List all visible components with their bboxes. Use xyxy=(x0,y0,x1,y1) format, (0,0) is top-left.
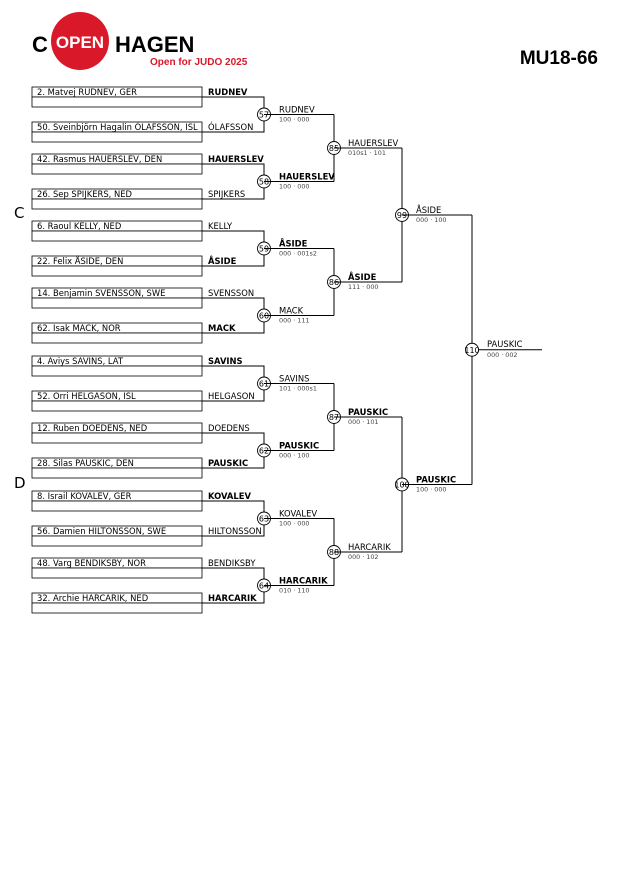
competitor-label: DOEDENS xyxy=(208,423,250,433)
athlete-box-lower xyxy=(31,163,203,175)
competitor-label: HARCARIK xyxy=(208,593,257,603)
athlete-box-lower xyxy=(31,400,203,412)
category-title: MU18-66 xyxy=(520,48,598,69)
champion-label: PAUSKIC xyxy=(487,339,523,349)
match-score: 100 · 000 xyxy=(279,520,310,528)
athlete-name: 14. Benjamin SVENSSON, SWE xyxy=(37,288,165,298)
round-winner: ÅSIDE xyxy=(348,272,377,282)
athlete-box-lower xyxy=(31,297,203,309)
match-score: 100 · 000 xyxy=(279,183,310,191)
competitor-label: ÅSIDE xyxy=(208,256,237,266)
competitor-label: HILTONSSON xyxy=(208,526,262,536)
round-winner: ÅSIDE xyxy=(279,239,308,249)
round-winner: KOVALEV xyxy=(279,509,317,519)
athlete-name: 48. Varg BENDIKSBY, NOR xyxy=(37,558,146,568)
event-logo: C OPEN HAGEN Open for JUDO 2025 xyxy=(32,12,248,70)
athlete-box-lower xyxy=(31,131,203,143)
athlete-box-lower xyxy=(31,365,203,377)
athlete-box-lower xyxy=(31,500,203,512)
round-winner: SAVINS xyxy=(279,374,309,384)
logo-open: OPEN xyxy=(56,33,104,52)
athlete-name: 12. Ruben DOEDENS, NED xyxy=(37,423,147,433)
competitor-label: BENDIKSBY xyxy=(208,558,256,568)
athlete-box-lower xyxy=(31,96,203,108)
match-score: 111 · 000 xyxy=(348,283,379,291)
competitor-label: SVENSSON xyxy=(208,288,254,298)
athlete-name: 6. Raoul KELLY, NED xyxy=(37,221,121,231)
athlete-box-lower xyxy=(31,265,203,277)
athlete-name: 52. Orri HELGASON, ISL xyxy=(37,391,136,401)
competitor-label: KELLY xyxy=(208,221,233,231)
athlete-name: 26. Sep SPIJKERS, NED xyxy=(37,189,132,199)
athlete-box-lower xyxy=(31,230,203,242)
athlete-box-lower xyxy=(31,198,203,210)
competitor-label: HELGASON xyxy=(208,391,255,401)
competitor-label: PAUSKIC xyxy=(208,458,248,468)
athlete-box-lower xyxy=(31,332,203,344)
pool-label: D xyxy=(14,474,26,492)
athlete-name: 50. Sveinbjörn Hagalin ÓLAFSSON, ISL xyxy=(37,121,198,132)
match-score: 000 · 001s2 xyxy=(279,250,317,258)
round-winner: RUDNEV xyxy=(279,105,315,115)
round-winner: PAUSKIC xyxy=(416,475,456,485)
athlete-box-lower xyxy=(31,535,203,547)
match-score: 000 · 100 xyxy=(416,216,447,224)
round-winner: HARCARIK xyxy=(279,576,328,586)
athlete-box-lower xyxy=(31,567,203,579)
match-score: 000 · 101 xyxy=(348,418,379,426)
round-winner: PAUSKIC xyxy=(348,407,388,417)
athlete-name: 8. Israil KOVALEV, GER xyxy=(37,491,132,501)
bracket-layer: 2. Matvej RUDNEV, GER 50. Sveinbjörn Haga… xyxy=(14,86,542,614)
athlete-box-lower xyxy=(31,467,203,479)
round-winner: HAUERSLEV xyxy=(348,138,399,148)
match-score: 000 · 102 xyxy=(348,553,379,561)
logo-tagline: Open for JUDO 2025 xyxy=(150,57,248,68)
athlete-name: 4. Aviys SAVINS, LAT xyxy=(37,356,124,366)
competitor-label: KOVALEV xyxy=(208,491,251,501)
athlete-box-lower xyxy=(31,602,203,614)
round-winner: HAUERSLEV xyxy=(279,172,335,182)
match-score: 000 · 111 xyxy=(279,317,310,325)
round-winner: HARCARIK xyxy=(348,542,391,552)
logo-letter-c: C xyxy=(32,32,48,57)
competitor-label: RUDNEV xyxy=(208,87,248,97)
athlete-name: 28. Silas PAUSKIC, DEN xyxy=(37,458,134,468)
pool-label: C xyxy=(14,204,24,222)
match-score: 101 · 000s1 xyxy=(279,385,317,393)
round-winner: PAUSKIC xyxy=(279,441,319,451)
logo-red-circle xyxy=(51,12,109,70)
competitor-label: SAVINS xyxy=(208,356,243,366)
athlete-name: 62. Isak MACK, NOR xyxy=(37,323,121,333)
competitor-label: ÓLAFSSON xyxy=(208,121,253,132)
athlete-name: 22. Felix ÅSIDE, DEN xyxy=(37,255,123,266)
athlete-name: 32. Archie HARCARIK, NED xyxy=(37,593,148,603)
competitor-label: SPIJKERS xyxy=(208,189,245,199)
match-score: 100 · 000 xyxy=(279,116,310,124)
athlete-box-lower xyxy=(31,432,203,444)
match-number: 110 xyxy=(464,346,479,355)
competitor-label: HAUERSLEV xyxy=(208,154,264,164)
athlete-name: 42. Rasmus HAUERSLEV, DEN xyxy=(37,154,162,164)
round-winner: MACK xyxy=(279,306,304,316)
logo-hagen: HAGEN xyxy=(115,32,194,57)
match-score: 010 · 110 xyxy=(279,587,310,595)
competitor-label: MACK xyxy=(208,323,236,333)
athlete-name: 2. Matvej RUDNEV, GER xyxy=(37,87,137,97)
match-score: 100 · 000 xyxy=(416,486,447,494)
round-winner: ÅSIDE xyxy=(416,204,441,215)
athlete-name: 56. Damien HILTONSSON, SWE xyxy=(37,526,166,536)
match-score: 010s1 · 101 xyxy=(348,149,386,157)
match-score: 000 · 100 xyxy=(279,452,310,460)
match-score: 000 · 002 xyxy=(487,351,518,359)
